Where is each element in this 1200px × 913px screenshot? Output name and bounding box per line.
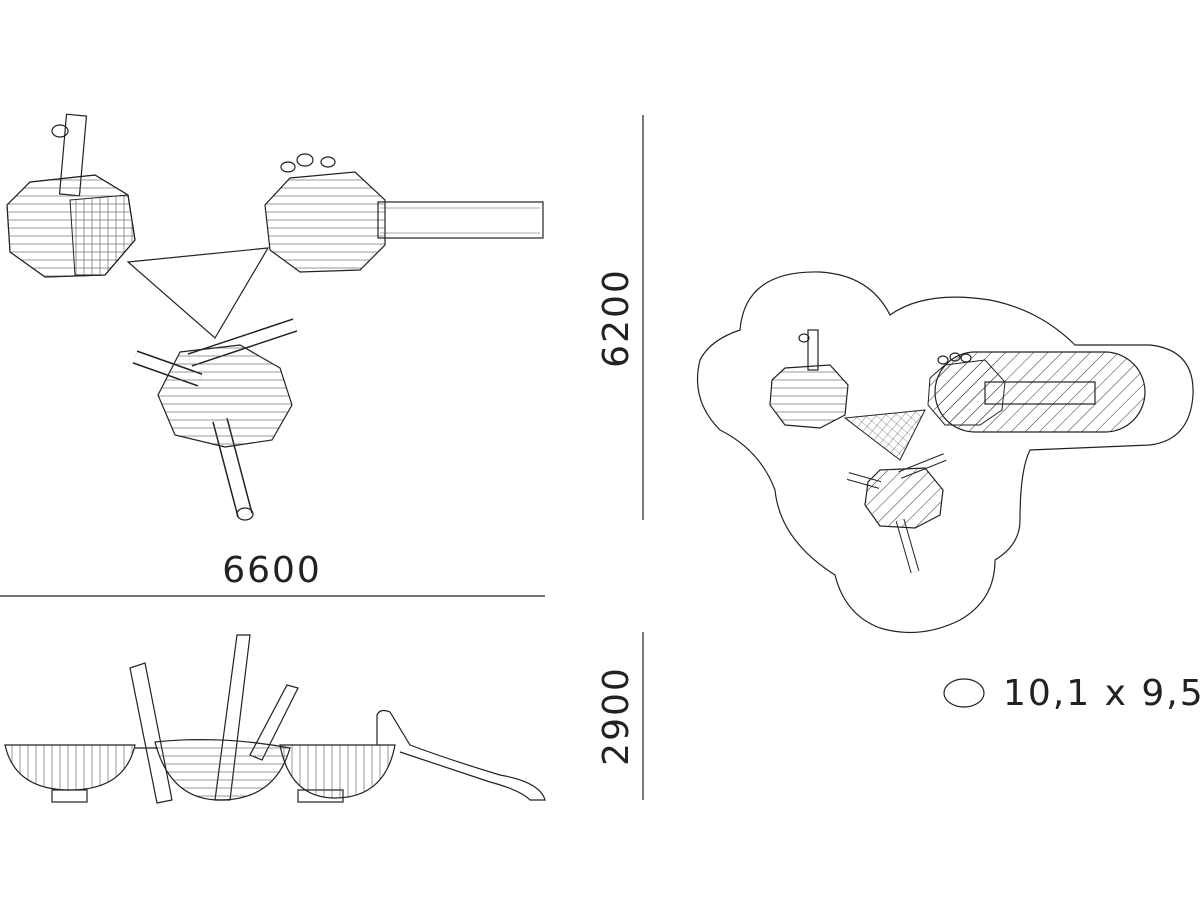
- width-dimension: 6600: [222, 550, 322, 591]
- climbing-net-top: [126, 247, 270, 339]
- safety-area-icon: [943, 678, 985, 708]
- safety-area-legend: 10,1 x 9,5: [943, 673, 1200, 714]
- safety-area-plan: [696, 271, 1194, 634]
- side-view: [4, 634, 546, 804]
- platform-right-top: [264, 153, 544, 273]
- platform-left-top: [6, 113, 136, 278]
- platform-bottom-top: [132, 318, 298, 521]
- safety-area-value: 10,1 x 9,5: [1003, 673, 1200, 714]
- depth-dimension: 6200: [596, 268, 637, 368]
- top-view: 6600: [0, 113, 545, 597]
- height-dimension: 2900: [596, 666, 637, 766]
